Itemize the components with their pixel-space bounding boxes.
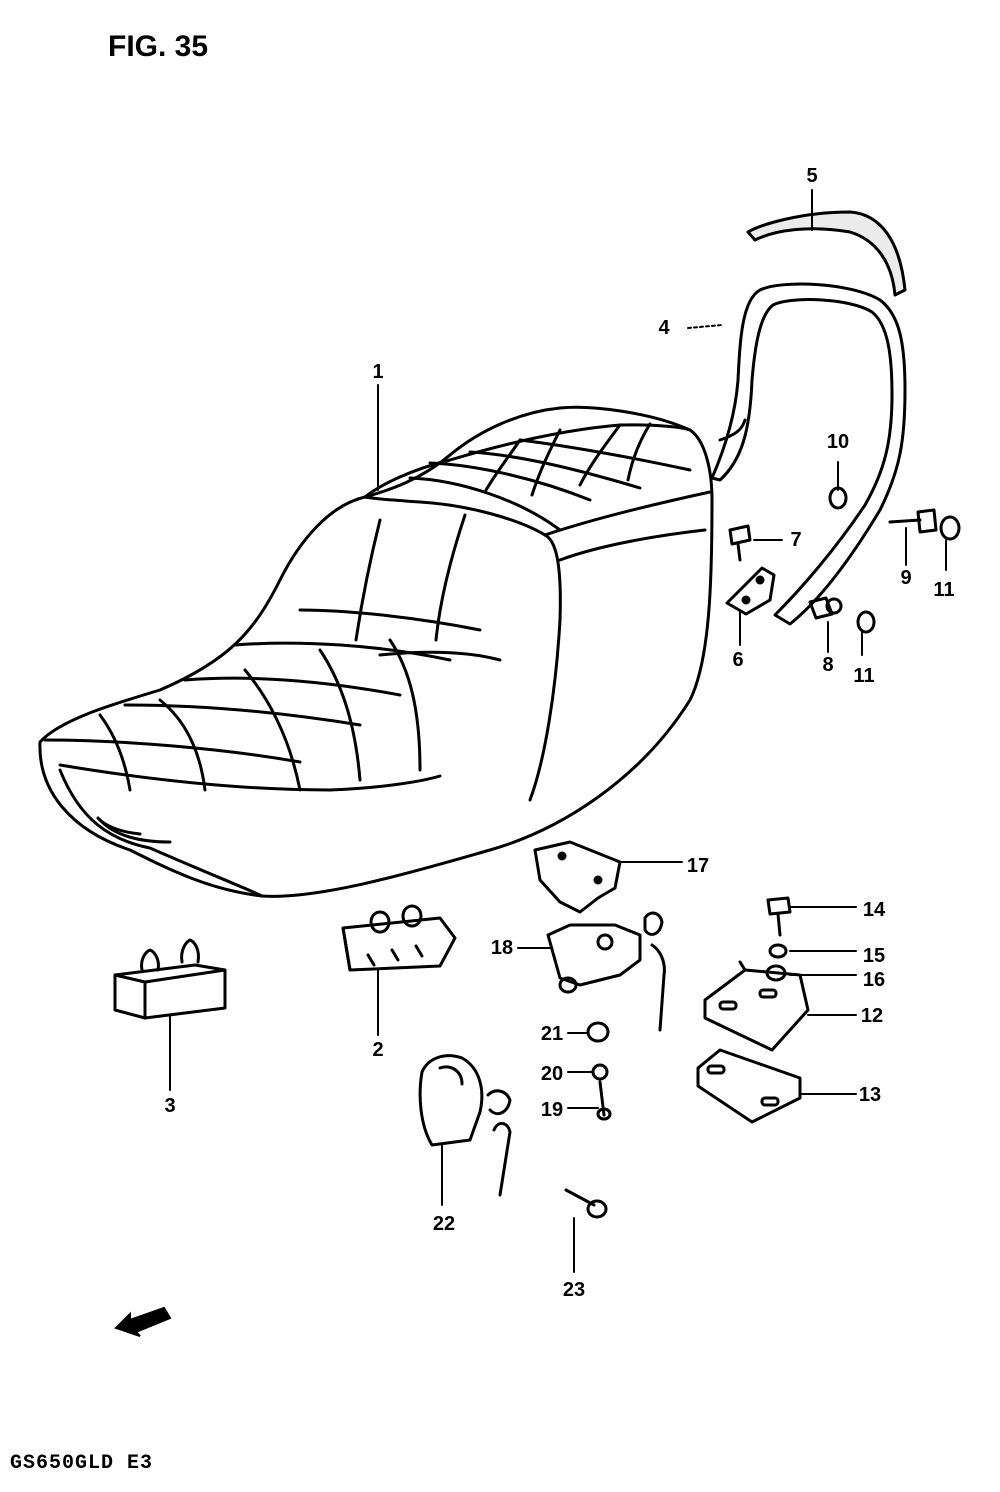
callout-16: 16 <box>862 969 886 991</box>
washer-15 <box>768 943 788 959</box>
washer-20 <box>591 1063 609 1081</box>
model-code: GS650GLD E3 <box>10 1452 154 1475</box>
callout-20: 20 <box>540 1063 564 1085</box>
callout-17: 17 <box>686 855 710 877</box>
callout-12: 12 <box>860 1005 884 1027</box>
callout-11-lower: 11 <box>853 665 875 687</box>
callout-22: 22 <box>432 1213 456 1235</box>
callout-11-upper: 11 <box>933 579 955 601</box>
bolt-8 <box>808 596 843 620</box>
bolt-9 <box>888 508 938 534</box>
seat-lock-18 <box>546 911 666 1032</box>
callout-14: 14 <box>862 899 886 921</box>
callout-4: 4 <box>658 317 670 339</box>
cushion-2 <box>341 904 457 972</box>
callout-7: 7 <box>790 529 802 551</box>
cap-nut-11 <box>856 515 961 634</box>
callout-19: 19 <box>540 1099 564 1121</box>
callout-13: 13 <box>858 1084 882 1106</box>
callout-15: 15 <box>862 945 886 967</box>
callout-1: 1 <box>372 361 384 383</box>
callout-5: 5 <box>806 165 818 187</box>
screw-19 <box>596 1080 612 1121</box>
callout-23: 23 <box>562 1279 586 1301</box>
callout-3: 3 <box>164 1095 176 1117</box>
bracket-6 <box>725 566 776 616</box>
leader-lines <box>169 189 947 1273</box>
callout-10: 10 <box>826 431 850 453</box>
bracket-13 <box>696 1048 802 1124</box>
callout-21: 21 <box>540 1023 564 1045</box>
bolt-7 <box>728 524 752 562</box>
grab-handle <box>710 282 907 626</box>
callout-9: 9 <box>900 567 912 589</box>
callout-18: 18 <box>490 937 514 959</box>
screw-23 <box>564 1188 608 1219</box>
nut-21 <box>586 1021 610 1043</box>
handle-cover <box>746 210 907 297</box>
lock-set-22 <box>418 1054 512 1197</box>
cushion-3 <box>113 938 227 1020</box>
callout-6: 6 <box>732 649 744 671</box>
callout-8: 8 <box>822 654 834 676</box>
seat-assembly <box>38 405 714 898</box>
bracket-12 <box>703 960 810 1052</box>
figure-title: FIG. 35 <box>108 30 209 63</box>
bolt-14 <box>766 896 792 937</box>
callout-2: 2 <box>372 1039 384 1061</box>
lock-bracket-17 <box>533 840 622 914</box>
forward-arrow-icon <box>114 1306 172 1337</box>
